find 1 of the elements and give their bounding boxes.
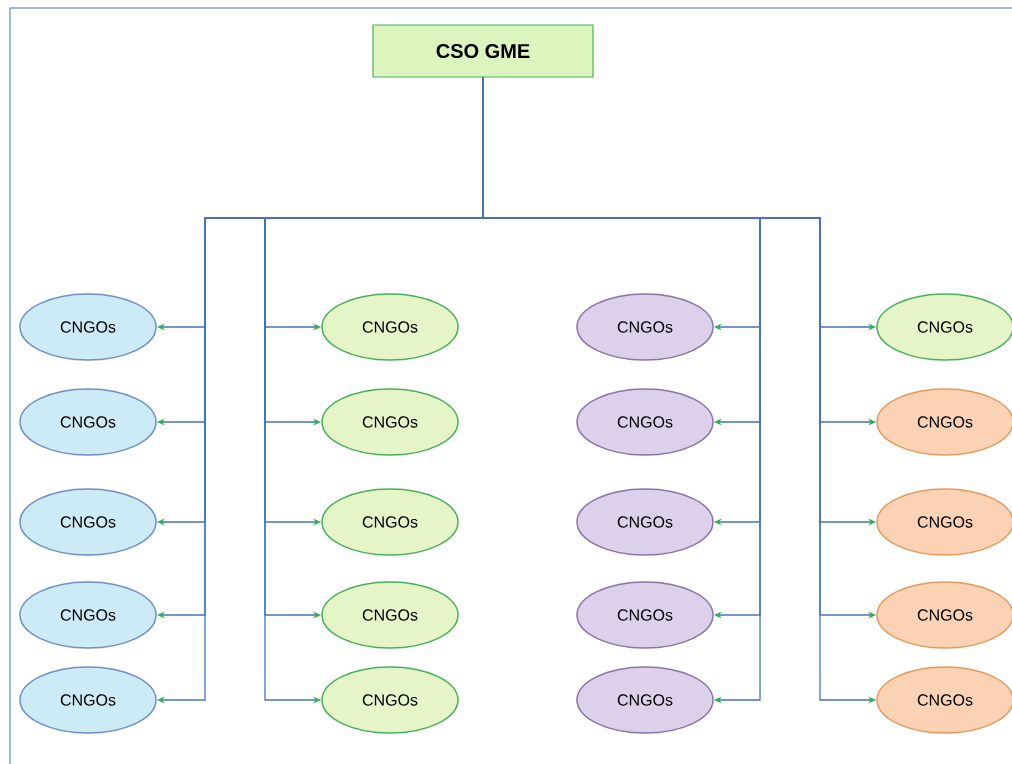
title-box: CSO GME — [372, 24, 594, 78]
